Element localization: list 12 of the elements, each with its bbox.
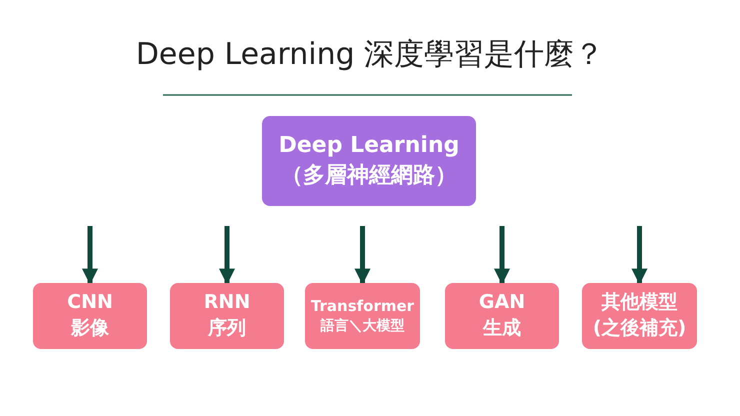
model-box: 其他模型 (之後補充) <box>582 283 697 349</box>
arrow <box>494 226 510 285</box>
title: Deep Learning 深度學習是什麼？ <box>134 36 606 74</box>
arrow <box>82 226 98 285</box>
arrow <box>219 226 235 285</box>
model-box: RNN 序列 <box>170 283 284 349</box>
arrow <box>354 226 370 285</box>
model-box: Transformer 語言＼大模型 <box>305 283 420 349</box>
model-box: GAN 生成 <box>445 283 559 349</box>
arrow <box>632 226 648 285</box>
model-box: CNN 影像 <box>33 283 147 349</box>
title-box: Deep Learning （多層神經網路） <box>262 116 476 206</box>
